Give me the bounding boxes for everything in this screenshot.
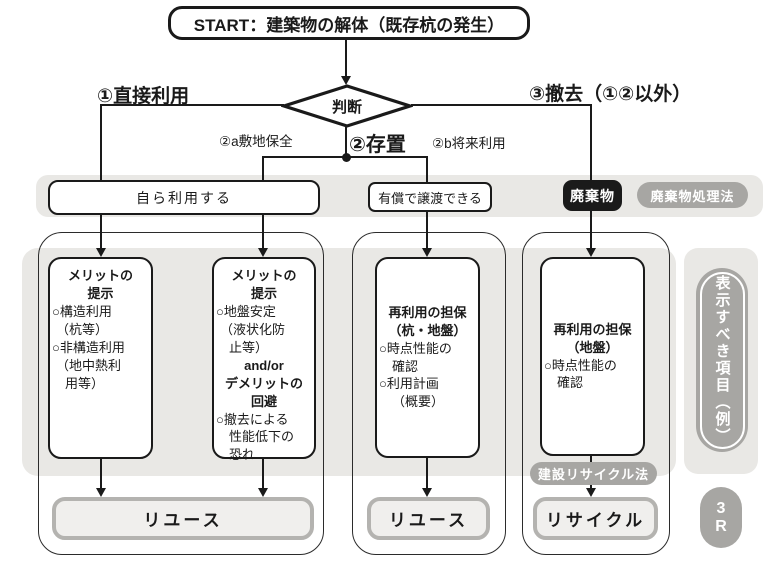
criteria-line: ○非構造利用 xyxy=(52,339,125,355)
criteria-line: 用等） xyxy=(65,375,105,391)
connector-start-to-decision xyxy=(345,34,347,77)
criteria-line: 再利用の担保 xyxy=(388,304,467,320)
connector-branch1-vertical xyxy=(100,104,102,182)
connector-transfer-to-box3 xyxy=(426,208,428,249)
branch-label-future-use: ②b将来利用 xyxy=(432,136,506,151)
criteria-line: 回避 xyxy=(250,393,277,409)
recycle-law-badge: 建設リサイクル法 xyxy=(530,462,657,485)
criteria-box-reuse-guarantee-ground: 再利用の担保 （地盤） ○時点性能の 確認 xyxy=(540,257,645,456)
start-label: START：建築物の解体（既存杭の発生） xyxy=(193,15,505,35)
arrowhead-into-recycle xyxy=(586,488,596,497)
connector-waste-to-box4 xyxy=(590,211,592,249)
criteria-box-merit-direct: メリットの 提示 ○構造利用 （杭等） ○非構造利用 （地中熱利 用等） xyxy=(48,257,153,459)
connector-box1-to-reuse xyxy=(100,459,102,488)
connector-branch2a-vertical xyxy=(262,156,264,182)
criteria-box-merit-preserve: メリットの 提示 ○地盤安定 （液状化防 止等） and/or デメリットの 回… xyxy=(212,257,316,462)
result-reuse-a: リユース xyxy=(52,497,314,540)
criteria-line: 恐れ xyxy=(229,447,256,463)
criteria-line: and/or xyxy=(244,357,284,373)
recycle-law-label: 建設リサイクル法 xyxy=(537,467,650,482)
decision-diamond: 判断 xyxy=(281,84,413,128)
decision-label: 判断 xyxy=(331,98,362,116)
group-container-preserve xyxy=(352,232,506,555)
criteria-line: 確認 xyxy=(392,358,419,374)
connector-branch3-horizontal xyxy=(411,104,592,106)
waste-label: 廃棄物 xyxy=(570,187,615,204)
criteria-line: ○地盤安定 xyxy=(216,303,276,319)
criteria-box-reuse-guarantee-pile: 再利用の担保 （杭・地盤） ○時点性能の 確認 ○利用計画 （概要） xyxy=(375,257,480,458)
display-items-badge: 表示すべき項目（例） xyxy=(696,268,748,452)
criteria-line: （地中熱利 xyxy=(56,357,122,373)
criteria-line: ○利用計画 xyxy=(379,376,439,392)
waste-law-label: 廃棄物処理法 xyxy=(650,188,735,204)
result-reuse-b: リユース xyxy=(367,497,490,540)
connector-selfuse-to-box2 xyxy=(262,211,264,249)
criteria-line: ○時点性能の xyxy=(379,340,452,356)
arrowhead-into-box1 xyxy=(96,248,106,257)
branch-label-preserve: ②存置 xyxy=(349,134,406,156)
transfer-node: 有償で譲渡できる xyxy=(368,182,492,212)
arrowhead-into-reuse-a2 xyxy=(258,488,268,497)
self-use-node: 自ら利用する xyxy=(48,180,320,215)
display-items-label: 表示すべき項目（例） xyxy=(713,275,731,445)
criteria-line: ○撤去による xyxy=(216,411,289,427)
criteria-line: メリットの xyxy=(231,268,297,283)
connector-box2-to-reuse xyxy=(262,459,264,488)
result-reuse-b-label: リユース xyxy=(388,511,469,530)
connector-branch1-horizontal xyxy=(100,104,284,106)
result-recycle-label: リサイクル xyxy=(545,511,646,530)
criteria-line: 確認 xyxy=(557,375,584,391)
arrowhead-into-box2 xyxy=(258,248,268,257)
arrowhead-into-decision xyxy=(341,76,351,85)
result-reuse-a-label: リユース xyxy=(143,511,223,530)
connector-selfuse-to-box1 xyxy=(100,211,102,249)
criteria-line: （地盤） xyxy=(566,339,619,355)
waste-node: 廃棄物 xyxy=(563,180,622,211)
connector-branch2b-vertical xyxy=(426,156,428,185)
branch-label-direct-use: ①直接利用 xyxy=(97,86,190,107)
connector-split-horizontal xyxy=(262,156,428,158)
waste-law-badge: 廃棄物処理法 xyxy=(637,182,748,208)
arrowhead-into-box4 xyxy=(586,248,596,257)
criteria-line: （杭・地盤） xyxy=(388,322,467,338)
branch-label-removal: ③撤去（①②以外） xyxy=(529,84,692,105)
arrowhead-into-reuse-a1 xyxy=(96,488,106,497)
criteria-line: 止等） xyxy=(229,339,269,355)
criteria-line: ○構造利用 xyxy=(52,303,112,319)
criteria-line: （杭等） xyxy=(56,321,109,337)
transfer-label: 有償で譲渡できる xyxy=(378,190,482,206)
display-items-ring: 表示すべき項目（例） xyxy=(699,271,745,449)
group-container-removal xyxy=(522,232,670,555)
arrowhead-into-reuse-b xyxy=(422,488,432,497)
criteria-line: （液状化防 xyxy=(220,321,286,337)
connector-decision-to-split xyxy=(345,126,347,157)
criteria-line: 提示 xyxy=(250,285,277,301)
self-use-label: 自ら利用する xyxy=(136,189,232,206)
criteria-line: 再利用の担保 xyxy=(553,321,632,337)
criteria-line: 性能低下の xyxy=(229,429,295,445)
criteria-line: メリットの xyxy=(67,268,133,283)
connector-box3-to-reuse xyxy=(426,458,428,488)
group-container-direct-use xyxy=(38,232,324,555)
start-node: START：建築物の解体（既存杭の発生） xyxy=(168,6,530,40)
criteria-line: ○時点性能の xyxy=(544,357,617,373)
criteria-line: （概要） xyxy=(392,394,445,410)
result-recycle: リサイクル xyxy=(533,497,658,540)
three-r-badge: 3R xyxy=(700,487,742,548)
connector-branch3-vertical xyxy=(590,104,592,182)
criteria-line: 提示 xyxy=(87,285,114,301)
three-r-label: 3R xyxy=(715,499,727,535)
arrowhead-into-box3 xyxy=(422,248,432,257)
criteria-line: デメリットの xyxy=(224,375,303,391)
branch-label-site-preservation: ②a敷地保全 xyxy=(219,134,293,149)
